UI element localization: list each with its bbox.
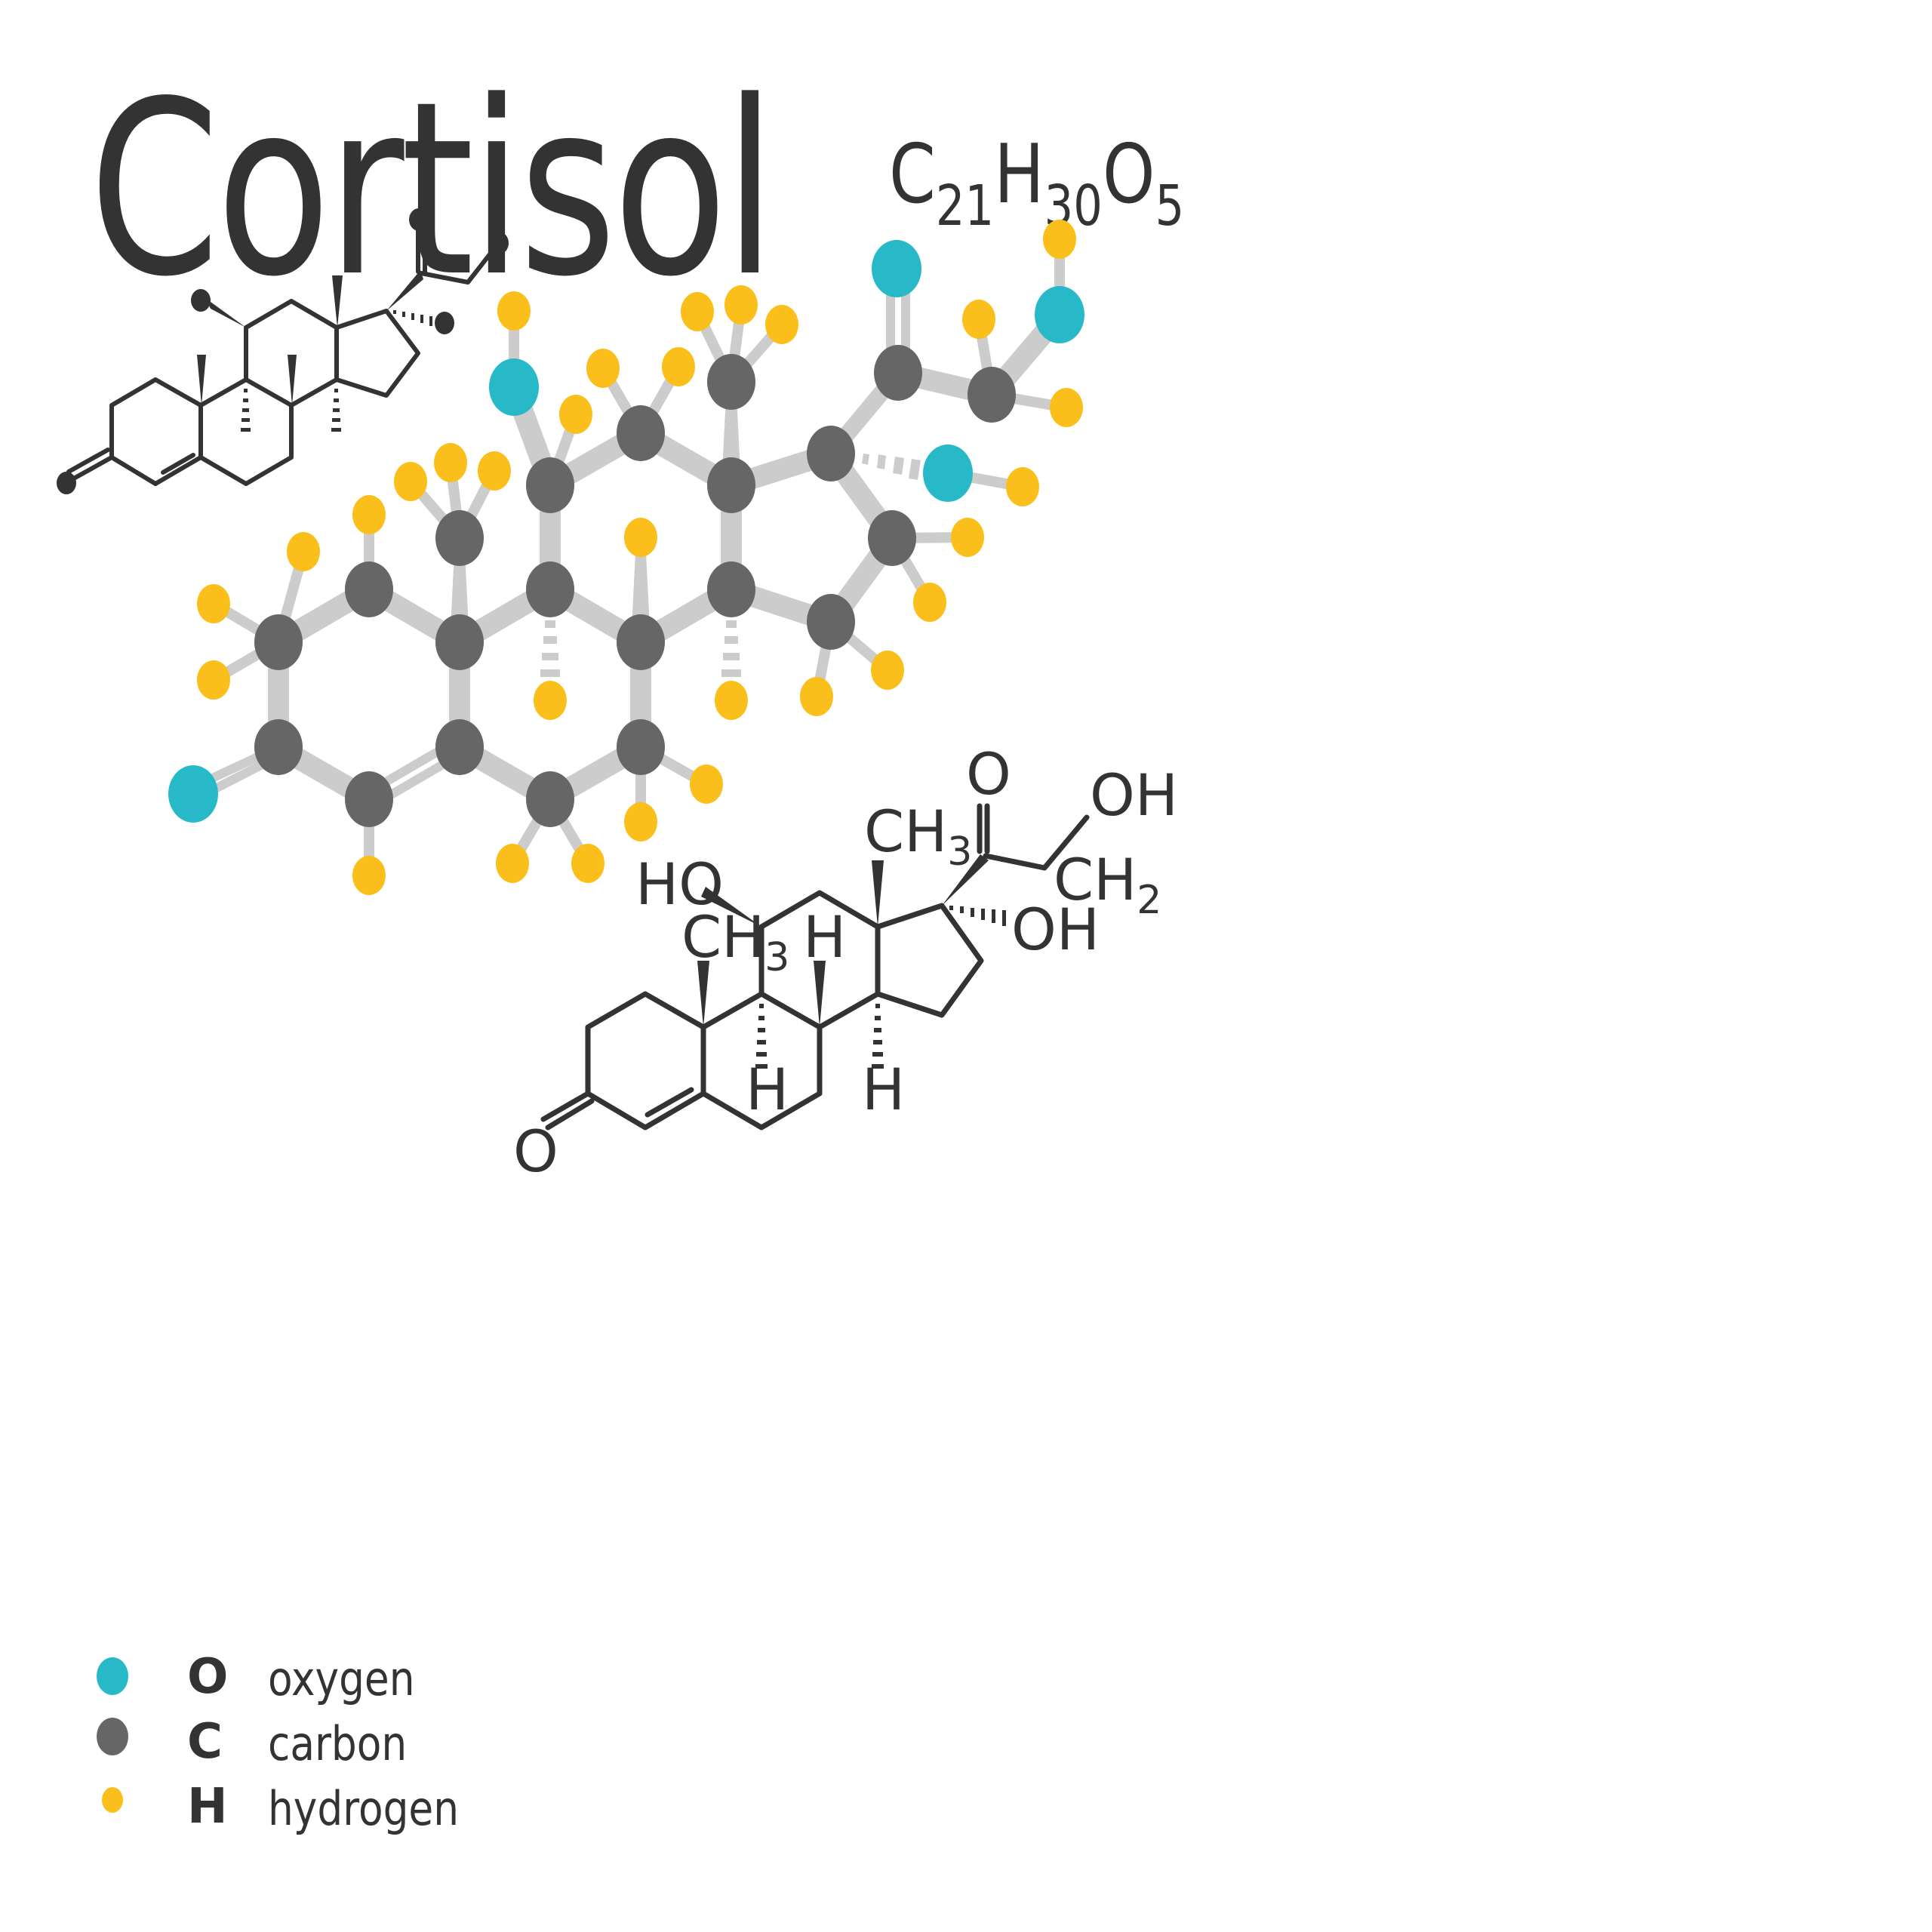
- formula-oxygen-count: 5: [1155, 174, 1185, 238]
- legend-label: oxygen: [268, 1651, 415, 1706]
- hydrogen-atoms: [197, 220, 1083, 895]
- formula-carbon-count: 21: [935, 174, 995, 238]
- label-h-8: H: [746, 1056, 789, 1123]
- legend-symbol: O: [187, 1649, 229, 1705]
- hydrogen-swatch-icon: [102, 1787, 123, 1813]
- label-ch3-19: CH3: [681, 903, 789, 980]
- abstract-oxygen-3: [57, 472, 76, 494]
- legend-label: hydrogen: [268, 1781, 460, 1836]
- label-ho-11: HO: [635, 851, 724, 918]
- label-ch3-18: CH3: [864, 798, 972, 875]
- molecular-formula: C21H30O5: [889, 134, 1184, 235]
- legend-symbol: C: [187, 1714, 223, 1770]
- label-ketone-o: O: [513, 1118, 558, 1185]
- oxygen-atoms: [168, 240, 1084, 823]
- label-ch2: CH2: [1054, 846, 1161, 923]
- label-h-14: H: [862, 1056, 905, 1123]
- formula-oxygen: O: [1102, 128, 1155, 222]
- legend-label: carbon: [268, 1716, 408, 1771]
- formula-hydrogen: H: [994, 128, 1044, 222]
- legend-symbol: H: [187, 1779, 228, 1835]
- label-h-9: H: [803, 903, 846, 971]
- label-oh-17: OH: [1011, 896, 1100, 963]
- carbon-atoms: [254, 345, 1016, 827]
- oxygen-swatch-icon: [97, 1657, 128, 1695]
- label-c20-o: O: [966, 740, 1011, 808]
- formula-carbon: C: [889, 128, 936, 222]
- page-title: Cortisol: [89, 50, 776, 329]
- carbon-swatch-icon: [97, 1718, 128, 1755]
- label-oh-21: OH: [1090, 761, 1178, 829]
